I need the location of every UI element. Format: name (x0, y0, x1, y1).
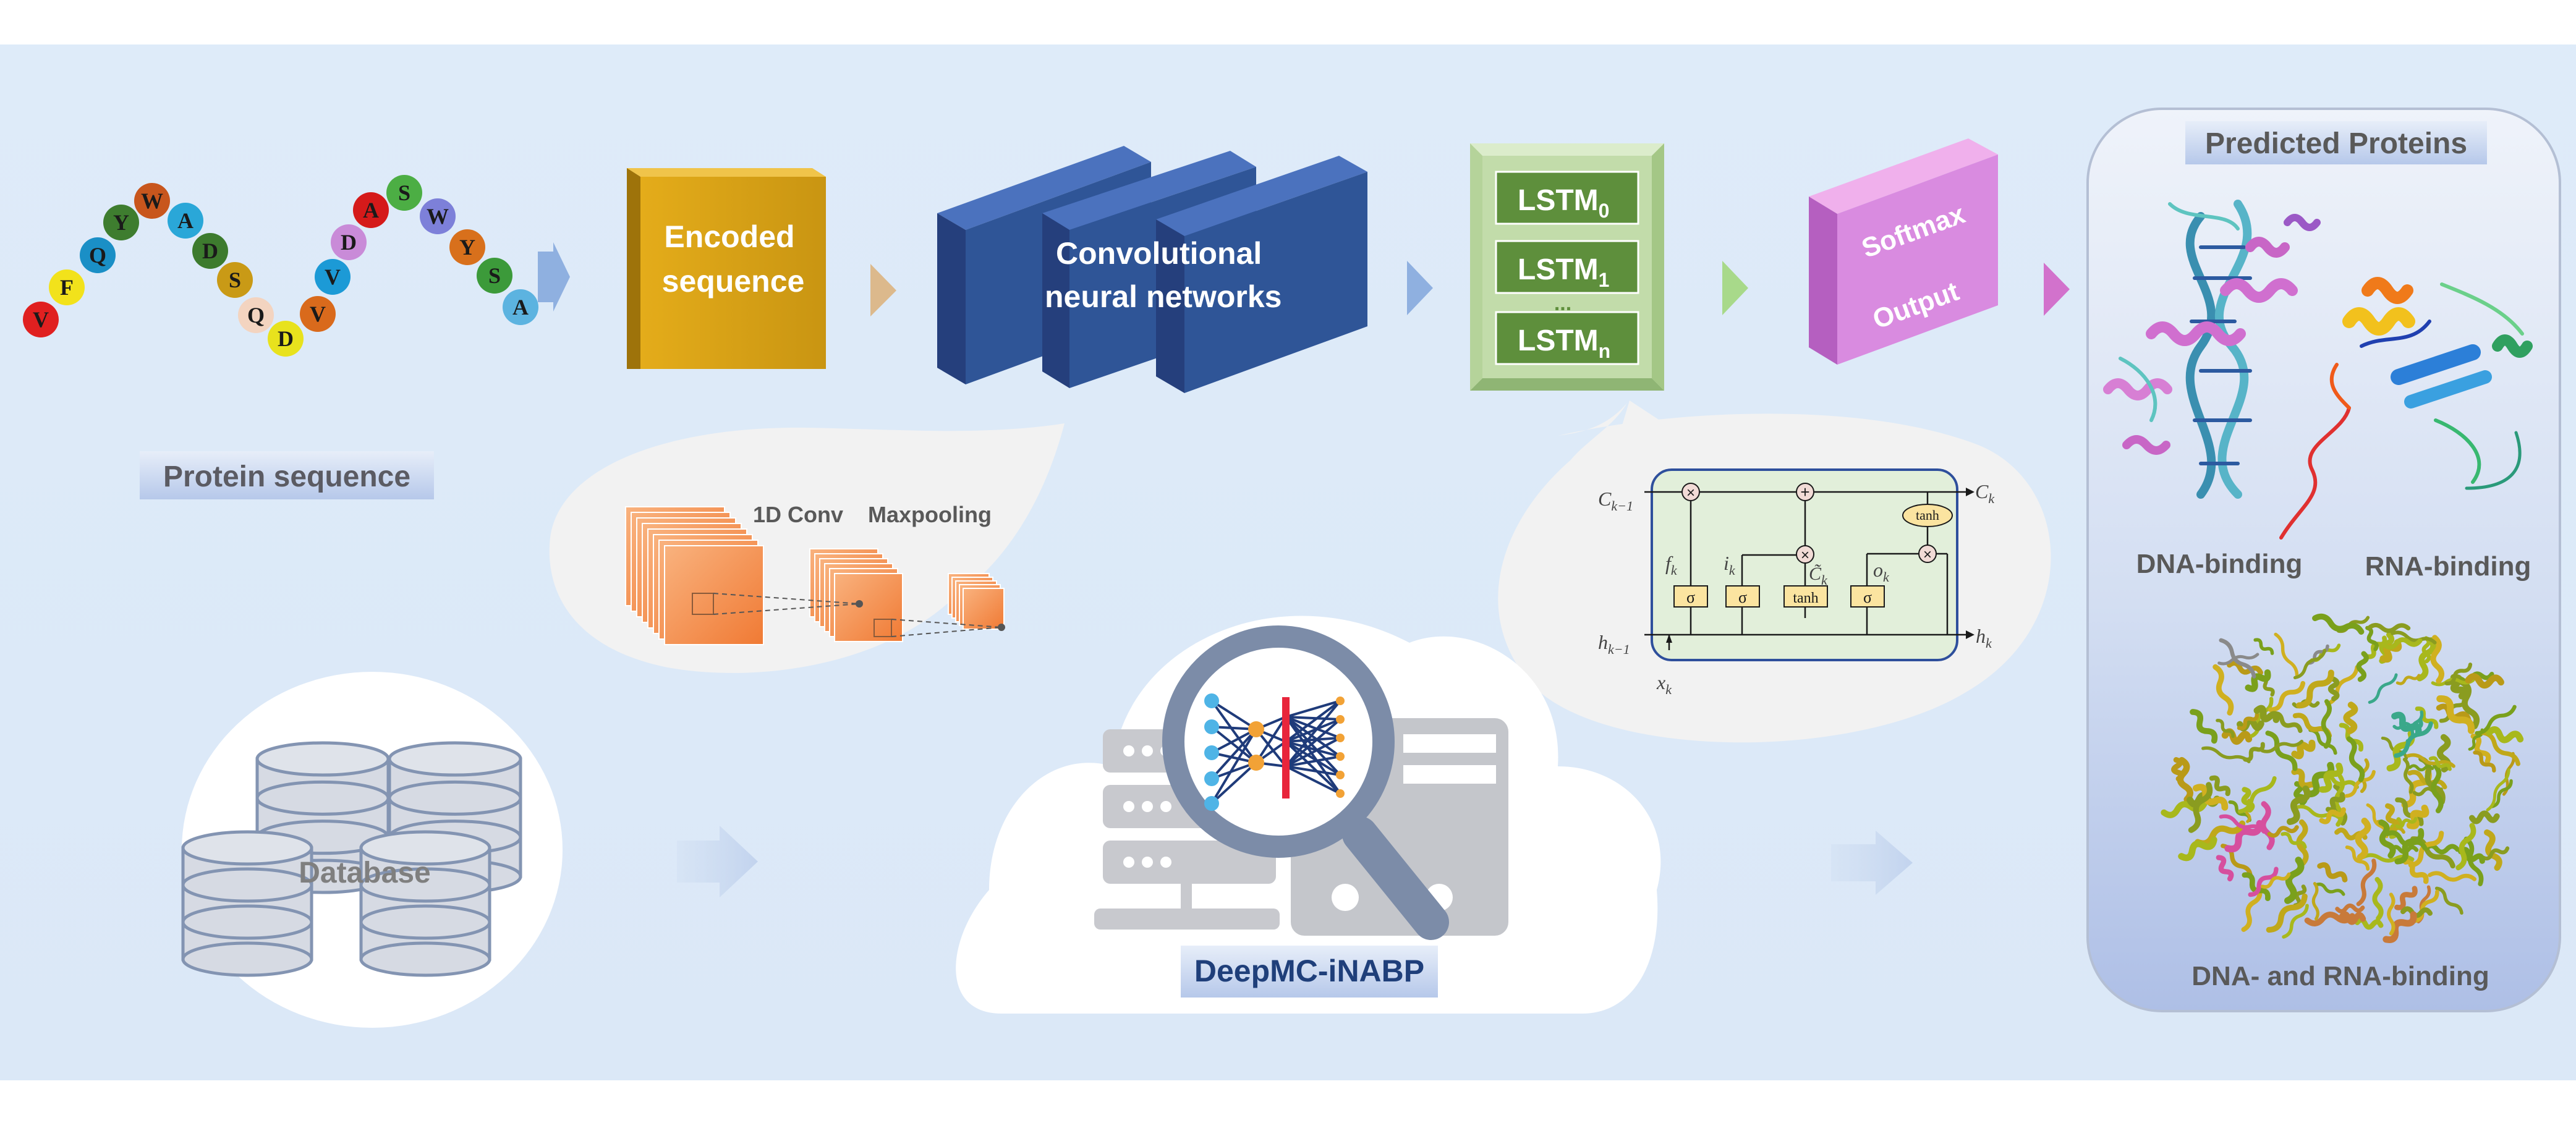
output-multiply: × (1923, 546, 1932, 563)
svg-text:A: A (512, 295, 529, 320)
svg-text:Y: Y (459, 235, 475, 260)
residue-2: F (49, 269, 85, 305)
residue-5: W (134, 183, 170, 219)
residue-13: D (331, 224, 367, 260)
svg-text:D: D (341, 230, 357, 255)
residue-18: S (477, 258, 512, 294)
lstm-1-label: LSTM1 (1518, 253, 1609, 291)
residue-6: A (168, 203, 203, 239)
input-gate-sigma: σ (1738, 588, 1747, 606)
predicted-proteins-panel: Predicted Proteins (2086, 108, 2561, 1012)
lstm-cell-diagram: σ σ tanh σ tanh × + × × Ck−1 Ck hk−1 hk … (1598, 468, 1995, 697)
residue-14: A (353, 192, 389, 228)
c-tilde-label: C̃k (1809, 564, 1828, 588)
candidate-tanh: tanh (1793, 590, 1818, 606)
rna-binding-structure-image (2279, 277, 2533, 540)
maxpooling-label: Maxpooling (868, 502, 992, 527)
forget-multiply: × (1686, 485, 1695, 501)
residue-15: S (386, 175, 422, 211)
arrow-cnn-to-lstm (1407, 261, 1433, 315)
svg-text:S: S (488, 263, 501, 288)
encoded-label-line2: sequence (662, 264, 805, 299)
svg-text:F: F (60, 275, 74, 300)
h-next-label: hk (1976, 625, 1992, 651)
dna-rna-binding-label: DNA- and RNA-binding (2191, 961, 2489, 991)
cnn-label-line2: neural networks (1045, 279, 1282, 314)
protein-sequence-label: Protein sequence (140, 451, 434, 499)
svg-text:V: V (310, 302, 326, 326)
residue-4: Y (103, 205, 139, 240)
residue-10: D (268, 321, 304, 357)
dna-binding-label: DNA-binding (2136, 549, 2303, 579)
residue-3: Q (80, 237, 116, 273)
svg-text:A: A (363, 198, 379, 222)
residue-1: V (23, 302, 59, 337)
residue-12: V (315, 259, 351, 295)
database-group: Database (181, 672, 563, 1028)
arrow-lstm-to-softmax (1722, 261, 1748, 315)
svg-text:W: W (141, 188, 163, 213)
panel-title: Predicted Proteins (2205, 127, 2467, 160)
encoded-sequence-block: Encoded sequence (627, 168, 826, 369)
svg-text:Q: Q (89, 243, 106, 268)
residue-11: V (300, 296, 336, 332)
dna-rna-binding-complex-image (2161, 613, 2524, 943)
h-prev-label: hk−1 (1598, 631, 1630, 657)
c-next-label: Ck (1975, 480, 1995, 506)
cnn-label-line1: Convolutional (1056, 236, 1262, 271)
svg-text:W: W (427, 204, 449, 229)
arrow-sequence-to-encoder (538, 242, 570, 311)
residue-17: Y (449, 229, 485, 265)
protein-sequence-label-text: Protein sequence (163, 460, 410, 493)
i-gate-label: ik (1724, 552, 1736, 578)
svg-text:D: D (278, 326, 294, 351)
arrow-database-to-tool (677, 826, 758, 897)
dna-binding-structure-image (2103, 200, 2321, 499)
lstm-ellipsis: ... (1554, 292, 1571, 315)
output-gate-sigma: σ (1863, 588, 1872, 606)
lstm-stack: LSTM0 LSTM1 ... LSTMn (1470, 143, 1664, 391)
svg-text:Q: Q (247, 303, 265, 328)
tool-label: DeepMC-iNABP (1194, 954, 1424, 988)
softmax-block: Softmax Output (1809, 138, 1998, 365)
database-cylinders-icon (181, 741, 522, 977)
svg-text:A: A (177, 208, 193, 233)
cell-tanh: tanh (1916, 507, 1939, 523)
c-prev-label: Ck−1 (1598, 488, 1633, 514)
svg-text:V: V (33, 307, 49, 332)
residue-8: S (217, 262, 253, 298)
conv-label: 1D Conv (753, 502, 843, 527)
arrow-softmax-to-results (2044, 263, 2070, 316)
residue-9: Q (238, 297, 274, 333)
magnifier-network-icon (1162, 625, 1449, 940)
svg-text:D: D (202, 239, 218, 263)
database-label: Database (299, 857, 430, 889)
input-multiply: × (1801, 547, 1809, 564)
svg-text:Y: Y (113, 210, 129, 235)
svg-text:S: S (229, 268, 241, 292)
encoded-label-line1: Encoded (664, 219, 794, 254)
residue-19: A (503, 289, 538, 325)
arrow-encoder-to-cnn (870, 264, 896, 316)
arrow-tool-to-results (1831, 831, 1913, 895)
rna-binding-label: RNA-binding (2365, 551, 2531, 582)
o-gate-label: ok (1873, 559, 1890, 585)
svg-text:S: S (398, 180, 410, 205)
residue-16: W (420, 198, 456, 234)
svg-text:V: V (325, 265, 341, 289)
forget-gate-sigma: σ (1686, 588, 1695, 606)
cell-add: + (1800, 483, 1809, 501)
lstm-n-label: LSTMn (1518, 324, 1610, 362)
cnn-blocks: Convolutional neural networks (937, 146, 1367, 393)
conv-detail-feature-maps (625, 506, 1005, 645)
lstm-0-label: LSTM0 (1518, 184, 1609, 222)
x-input-label: xk (1656, 671, 1672, 697)
cloud-tool: DeepMC-iNABP (956, 616, 1661, 1014)
residue-7: D (192, 233, 228, 269)
